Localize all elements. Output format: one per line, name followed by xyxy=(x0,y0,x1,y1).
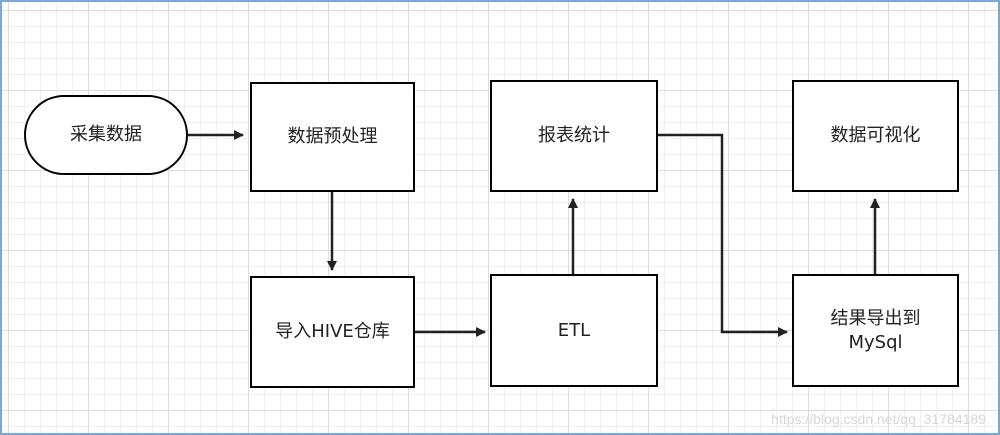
node-import-hive-label: 导入HIVE仓库 xyxy=(275,321,390,342)
node-collect-data-label: 采集数据 xyxy=(70,124,142,145)
node-preprocess: 数据预处理 xyxy=(250,82,415,192)
node-export-mysql-label: 结果导出到MySql xyxy=(830,307,921,353)
node-export-mysql: 结果导出到MySql xyxy=(792,274,959,387)
node-collect-data: 采集数据 xyxy=(24,95,188,175)
node-import-hive: 导入HIVE仓库 xyxy=(250,276,415,388)
node-visualize-label: 数据可视化 xyxy=(830,125,921,146)
node-report-label: 报表统计 xyxy=(538,125,610,146)
watermark: https://blog.csdn.net/qq_31784189 xyxy=(771,411,986,427)
edge-report-to-export-mysql xyxy=(658,133,788,337)
node-report: 报表统计 xyxy=(490,80,658,192)
node-visualize: 数据可视化 xyxy=(792,80,959,192)
node-etl: ETL xyxy=(490,274,658,387)
node-preprocess-label: 数据预处理 xyxy=(287,126,378,147)
node-etl-label: ETL xyxy=(557,319,591,341)
